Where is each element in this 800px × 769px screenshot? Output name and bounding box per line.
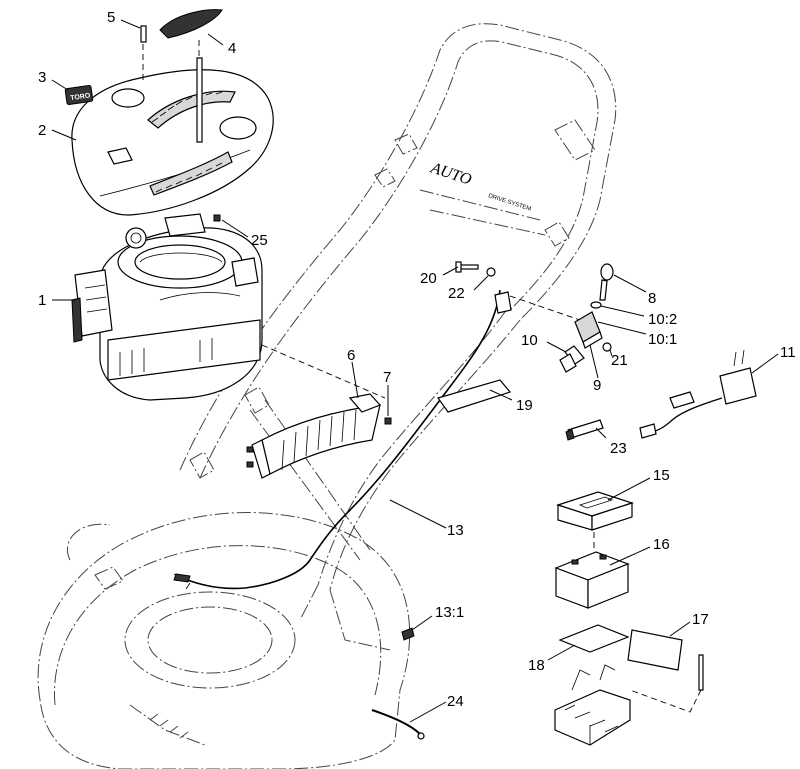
callout-22: 22 [448,285,465,302]
handle-brand-text: AUTO [428,159,474,188]
callout-21: 21 [611,352,628,369]
callout-15: 15 [653,467,670,484]
callout-11: 11 [780,344,796,361]
callout-20: 20 [420,270,437,287]
decal-part-4 [159,9,223,39]
callout-1: 1 [38,292,46,309]
decal-part-19 [437,379,512,413]
battery-part-16 [554,551,630,609]
seal-part-10-2 [590,301,602,309]
screw-part-5 [140,25,147,80]
callout-18: 18 [528,657,545,674]
battery-cover-part-15 [556,491,634,531]
key-part-8 [599,263,614,301]
screw-part-25 [213,214,221,222]
battery-tray [554,664,631,746]
callout-labels: 1 2 3 4 5 6 7 8 9 10 10:1 10:2 11 13 13:… [38,9,796,710]
cable-tie-part-24 [371,709,425,740]
engine-part-1 [71,213,263,401]
callout-3: 3 [38,69,46,86]
plug-part-10 [559,345,585,373]
pad-part-18 [558,624,630,653]
engine-assembly-line [261,344,386,399]
callout-4: 4 [228,40,236,57]
charger-part-11 [639,349,757,439]
bolt-part-17b [698,654,704,691]
washer-part-22 [486,267,496,277]
bolt-part-20 [455,261,479,273]
callout-17: 17 [692,611,709,628]
handle-subtext: DRIVE SYSTEM [487,193,531,213]
switch-part-9 [574,311,603,349]
callout-10-1: 10:1 [648,331,677,348]
nut-part-21 [602,342,612,352]
mower-deck-phantom [37,512,411,769]
callout-6: 6 [347,347,355,364]
guard-part-6 [246,393,382,479]
callout-19: 19 [516,397,533,414]
callout-2: 2 [38,122,46,139]
connector-part-13-1 [401,627,415,641]
callout-13-1: 13:1 [435,604,464,621]
decal-text: TORO [70,92,91,102]
callout-13: 13 [447,522,464,539]
callout-5: 5 [107,9,115,26]
connector-block [494,291,512,314]
callout-23: 23 [610,440,627,457]
callout-7: 7 [383,369,391,386]
callout-10-2: 10:2 [648,311,677,328]
callout-24: 24 [447,693,464,710]
handle-phantom [179,23,617,651]
callout-10: 10 [521,332,538,349]
callout-25: 25 [251,232,268,249]
label-part-17 [627,629,683,671]
leader-lines [51,19,779,723]
callout-8: 8 [648,290,656,307]
decal-part-3: TORO [64,85,94,105]
screw-part-7 [384,417,392,425]
callout-9: 9 [593,377,601,394]
engine-cover-part-2 [71,69,274,216]
fuse-part-23 [565,419,604,441]
cover-rod [196,57,203,143]
cable-part-13 [181,289,501,590]
callout-16: 16 [653,536,670,553]
cable-connector [173,573,191,583]
